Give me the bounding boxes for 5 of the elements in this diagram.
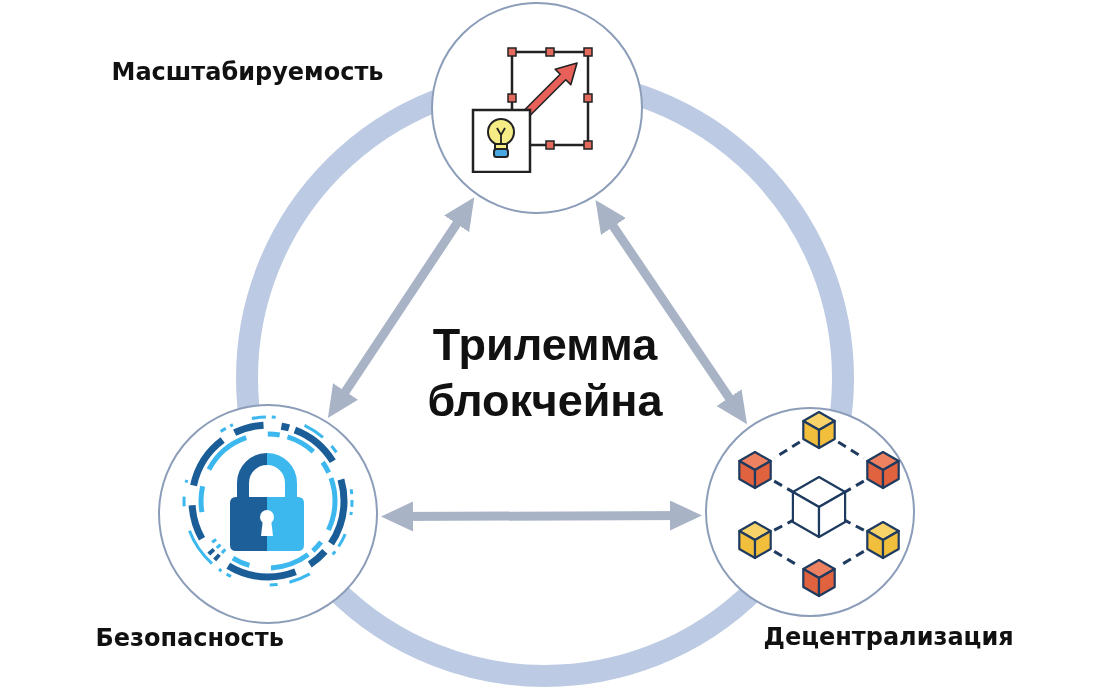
diagram-title: Трилемма блокчейна — [426, 318, 664, 428]
node-label: Масштабируемость — [111, 56, 384, 87]
node-label: Безопасность — [95, 622, 284, 653]
node-label: Децентрализация — [763, 621, 1014, 652]
double-arrow — [381, 500, 702, 532]
